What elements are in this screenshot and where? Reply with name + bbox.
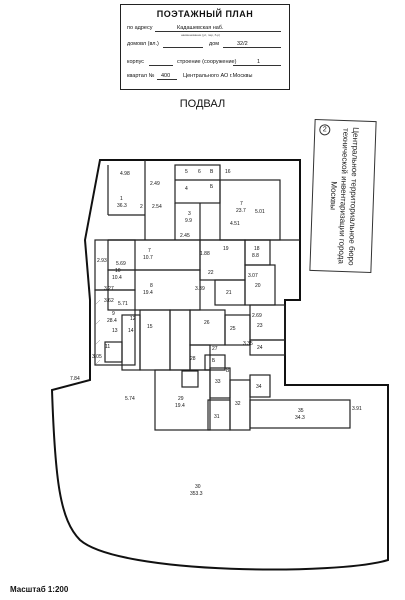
room-25-number: 25: [230, 326, 236, 332]
room-30-number: 30: [195, 484, 201, 490]
room-19-number: 19: [223, 246, 229, 252]
house-label: домовл (вл.): [127, 41, 159, 47]
dim-5-01: 5.01: [255, 209, 265, 215]
room-5-number: 5: [185, 169, 188, 175]
room-20-number: 20: [255, 283, 261, 289]
room-7b-area: 10.7: [143, 255, 153, 261]
room-7a-area: 23.7: [236, 208, 246, 214]
dim-2-49: 2.49: [150, 181, 160, 187]
room-8-area: 19.4: [143, 290, 153, 296]
dim-7-84: 7.84: [70, 376, 80, 382]
dim-1-88: 1.88: [200, 251, 210, 257]
dim-3-62: 3.62: [104, 298, 114, 304]
room-35-area: 34.3: [295, 415, 305, 421]
dim-2-45: 2.45: [180, 233, 190, 239]
room-7a-number: 7: [240, 201, 243, 207]
dim-3-27: 3.27: [104, 286, 114, 292]
stroenie-line: [233, 65, 281, 66]
title-block: ПОЭТАЖНЫЙ ПЛАН по адресу Кадашевская наб…: [120, 4, 290, 90]
room-3-area: 9.9: [185, 218, 192, 224]
room-23-number: 23: [257, 323, 263, 329]
dom-line: [223, 47, 281, 48]
room-11-number: 11: [105, 344, 110, 350]
room-30-area: 353.3: [190, 491, 203, 497]
korpus-label: корпус: [127, 59, 145, 65]
room-1-number: 1: [120, 196, 123, 202]
letter-b-top: Б: [210, 184, 214, 190]
room-21-number: 21: [226, 290, 232, 296]
stroenie-label: строение (сооружение): [177, 59, 237, 65]
room-24-number: 24: [257, 345, 263, 351]
district-value: Центрального АО г.Москвы: [183, 73, 253, 79]
dim-5-74: 5.74: [125, 396, 135, 402]
room-32-number: 32: [235, 401, 241, 407]
address-label: по адресу: [127, 25, 153, 31]
dim-3-35: 3.35: [243, 341, 253, 347]
room-10-area: 10.4: [112, 275, 122, 281]
room-12-number: 12: [130, 316, 136, 322]
dim-5-71: 5.71: [118, 301, 128, 307]
kvartal-label: квартал №: [127, 73, 155, 79]
scale-label: Масштаб 1:200: [10, 585, 69, 594]
room-1-area: 36.3: [117, 203, 127, 209]
room-13-number: 13: [112, 328, 118, 334]
room-15-number: 15: [147, 324, 153, 330]
dim-2-69: 2.69: [252, 313, 262, 319]
room-34-number: 34: [256, 384, 262, 390]
floor-label: ПОДВАЛ: [179, 98, 226, 110]
stroenie-value: 1: [257, 59, 261, 65]
dom-value: 32/2: [237, 41, 248, 47]
room-9-area: 28.4: [107, 318, 117, 324]
room-4-number: 4: [185, 186, 188, 192]
room-31-number: 31: [214, 414, 220, 420]
kvartal-line: [157, 79, 177, 80]
room-10-number: 10: [115, 268, 121, 274]
outer-walls: [50, 159, 389, 571]
dom-label: дом: [209, 41, 220, 47]
address-note: наименование (ул, пер, б-р): [181, 33, 220, 37]
room-7b-number: 7: [148, 248, 151, 254]
room-14-number: 14: [128, 328, 134, 334]
room-35-number: 35: [298, 408, 304, 414]
address-value: Кадашевская наб.: [177, 25, 224, 31]
room-2-number: 2: [140, 204, 143, 210]
room-9-number: 9: [112, 311, 115, 317]
address-line: [155, 31, 281, 32]
internal-walls: [94, 160, 351, 431]
dim-3-39: 3.39: [195, 286, 205, 292]
room-29-area: 19.4: [175, 403, 185, 409]
letter-marks: В Б Б В: [210, 169, 230, 374]
room-16-number: 16: [225, 169, 231, 175]
letter-v-top: В: [210, 169, 214, 175]
dim-2-93: 2.93: [97, 258, 107, 264]
korpus-line: [149, 65, 173, 66]
dim-3-05: 3.05: [92, 354, 102, 360]
room-18-number: 18: [254, 246, 260, 252]
room-labels: 1 36.3 2 2.54 3 9.9 4 5 6 7 23.7 7 10.7 …: [105, 169, 305, 497]
dim-3-07: 3.07: [248, 273, 258, 279]
letter-b-mid: Б: [212, 358, 216, 364]
section-hatching: [94, 299, 101, 366]
room-26-number: 26: [204, 320, 210, 326]
room-6-number: 6: [198, 169, 201, 175]
room-18-area: 8.8: [252, 253, 259, 259]
dimension-labels: 4.98 2.49 5.01 4.51 2.45 1.88 2.93 3.27 …: [70, 171, 362, 412]
room-8-number: 8: [150, 283, 153, 289]
dim-4-51: 4.51: [230, 221, 240, 227]
room-3-number: 3: [188, 211, 191, 217]
letter-v-mid: В: [226, 368, 230, 374]
room-29-number: 29: [178, 396, 184, 402]
kvartal-value: 400: [161, 73, 171, 79]
dim-3-91: 3.91: [352, 406, 362, 412]
room-22-number: 22: [208, 270, 214, 276]
room-28-number: 28: [190, 356, 196, 362]
plan-title: ПОЭТАЖНЫЙ ПЛАН: [156, 9, 254, 19]
dim-5-69: 5.69: [116, 261, 126, 267]
dim-4-98: 4.98: [120, 171, 130, 177]
room-33-number: 33: [215, 379, 221, 385]
room-2-dim: 2.54: [152, 204, 162, 210]
house-line: [163, 47, 203, 48]
room-27-number: 27: [212, 346, 218, 352]
